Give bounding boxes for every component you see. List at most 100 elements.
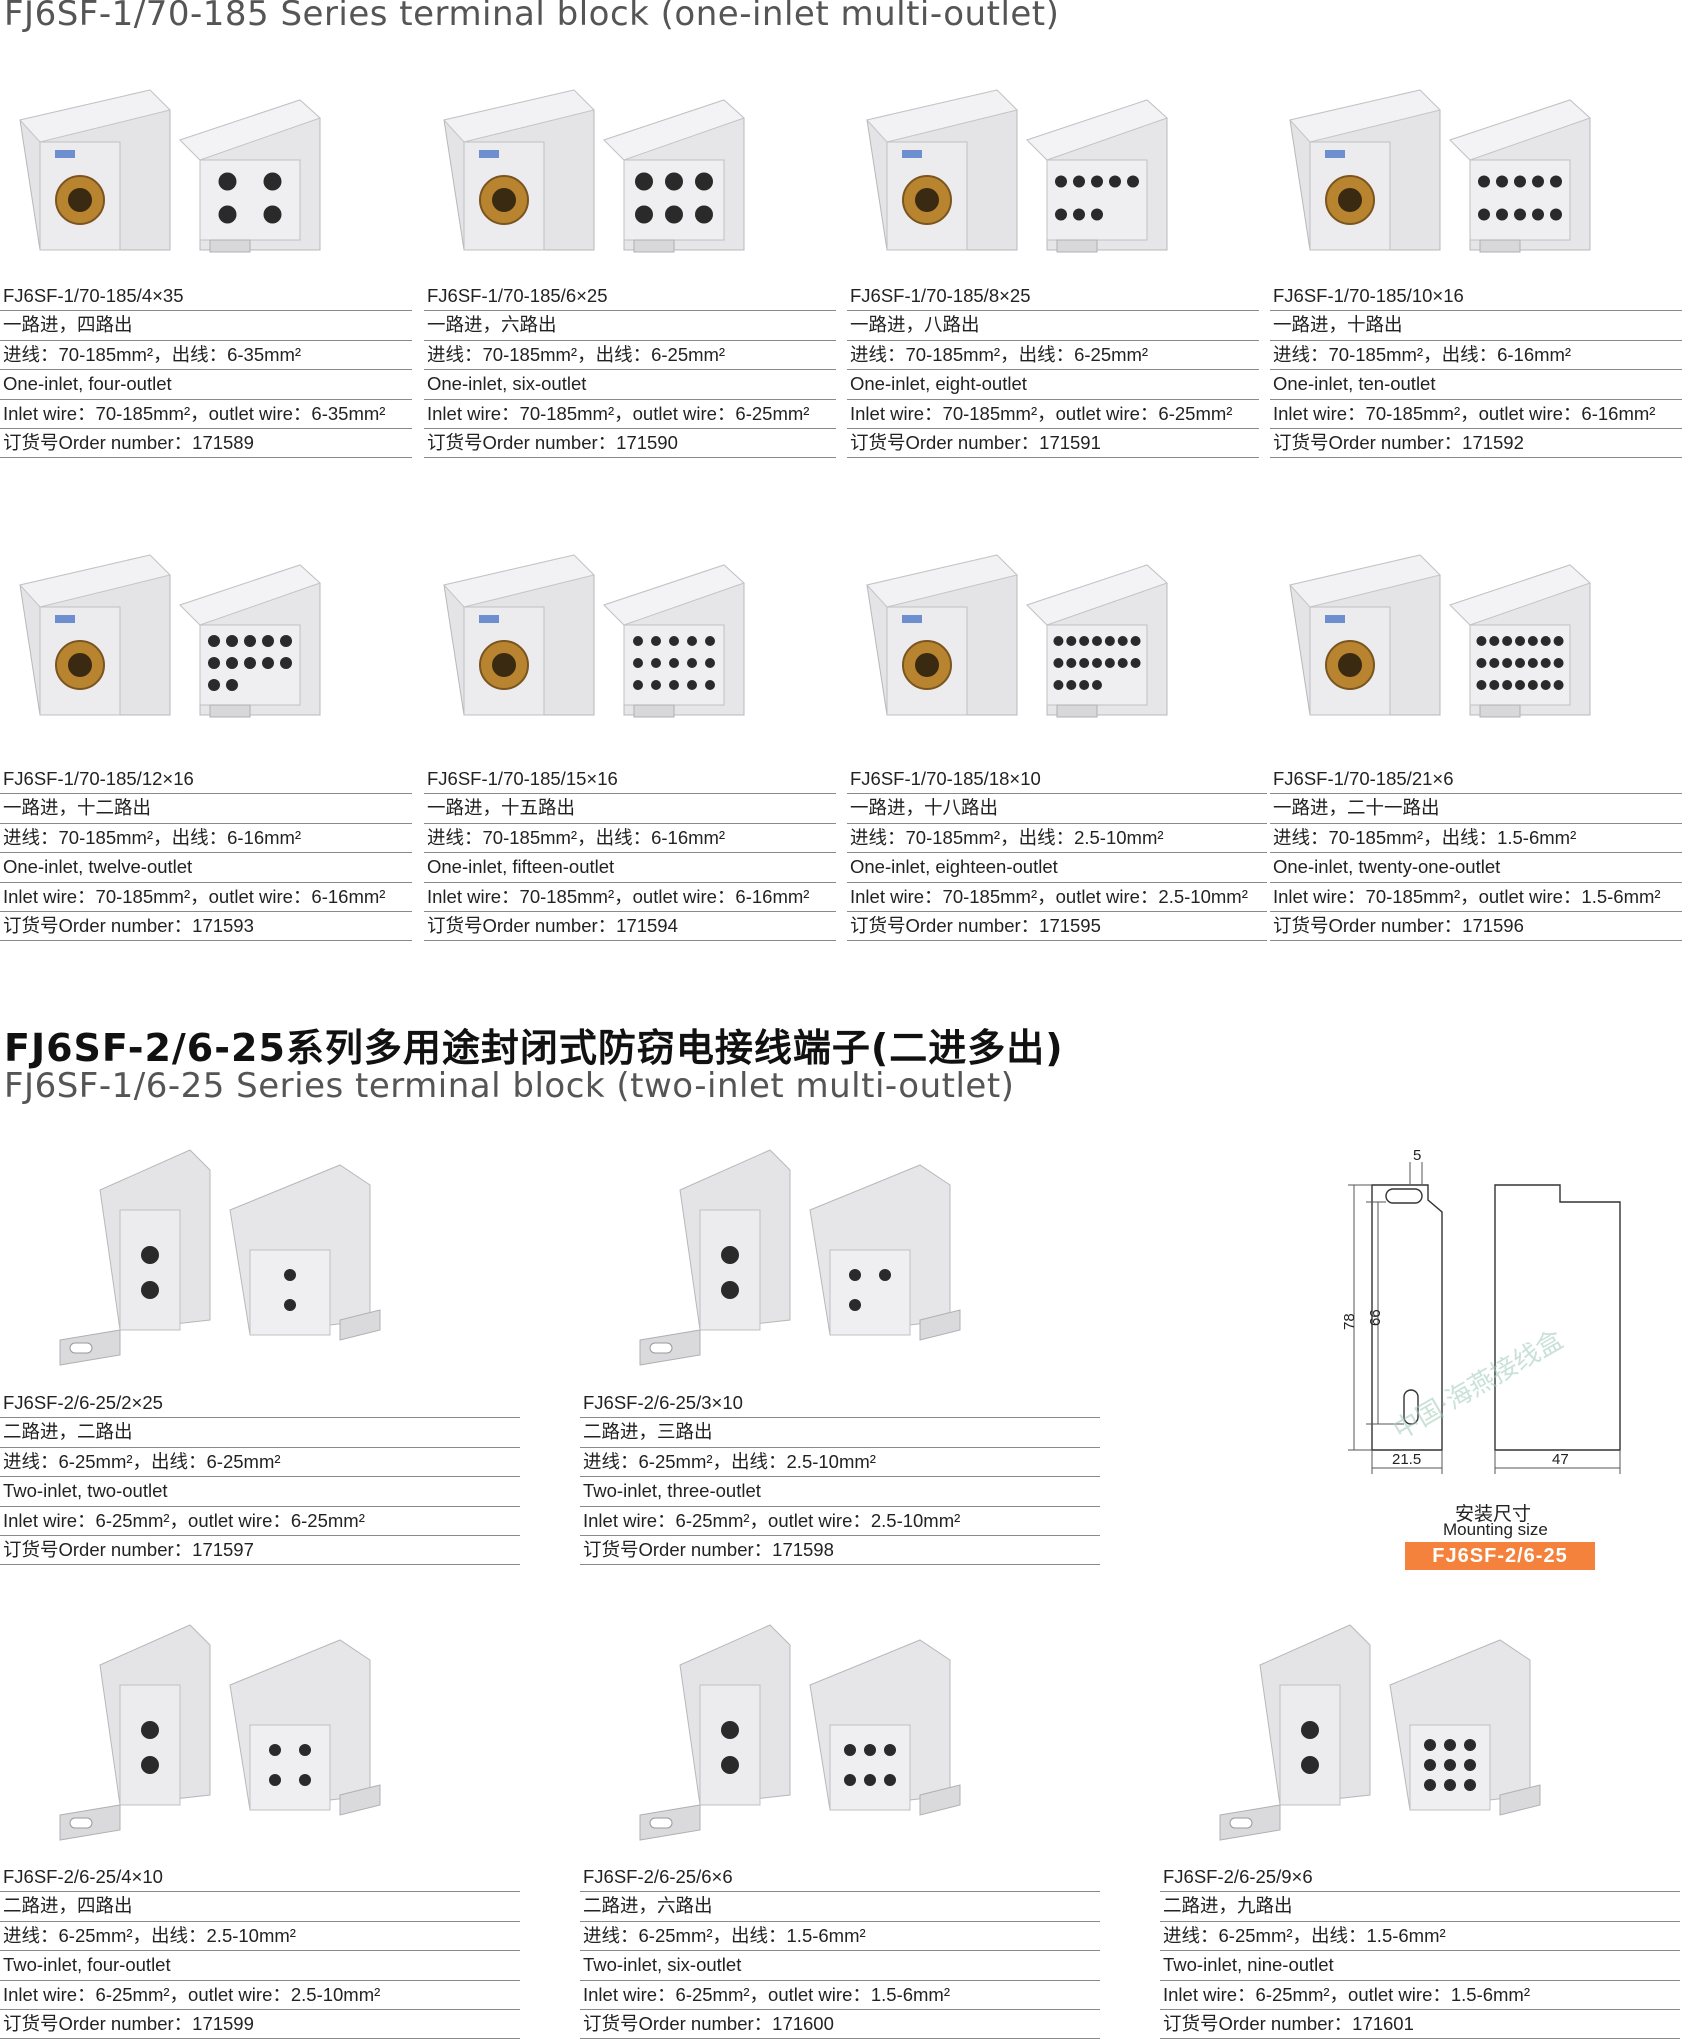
en-description: One-inlet, twenty-one-outlet — [1270, 853, 1682, 883]
outlet-hole-icon — [1476, 658, 1487, 668]
outlet-hole-icon — [1079, 680, 1090, 690]
outlet-hole-icon — [884, 1744, 896, 1756]
outlet-hole-icon — [299, 1774, 311, 1786]
outlet-hole-icon — [244, 657, 256, 669]
en-description: Two-inlet, nine-outlet — [1160, 1951, 1680, 1981]
order-number: 订货号Order number：171591 — [847, 429, 1259, 459]
inlet-block — [1219, 1624, 1371, 1841]
outlet-hole-icon — [1527, 680, 1538, 690]
outlet-hole-icon — [1502, 636, 1513, 646]
outlet-hole-icon — [651, 636, 661, 646]
en-description: One-inlet, fifteen-outlet — [424, 853, 836, 883]
order-number: 订货号Order number：171601 — [1160, 2010, 1680, 2040]
product-photo — [1289, 89, 1591, 253]
cn-description: 一路进，四路出 — [0, 311, 412, 341]
cn-wire-spec: 进线：70-185mm²，出线：6-25mm² — [847, 341, 1259, 371]
inlet-hole-icon — [141, 1756, 159, 1774]
outlet-hole-icon — [1527, 636, 1538, 646]
cn-wire-spec: 进线：70-185mm²，出线：6-35mm² — [0, 341, 412, 371]
product-photo — [639, 1149, 961, 1366]
inlet-block — [639, 1624, 791, 1841]
cn-wire-spec: 进线：70-185mm²，出线：1.5-6mm² — [1270, 824, 1682, 854]
outlet-block — [1449, 564, 1591, 718]
en-wire-spec: Inlet wire：70-185mm²，outlet wire：6-25mm² — [847, 400, 1259, 429]
inlet-hole-icon — [1301, 1756, 1319, 1774]
en-wire-spec: Inlet wire：6-25mm²，outlet wire：2.5-10mm² — [580, 1507, 1100, 1536]
mount-slot-top — [1385, 1188, 1423, 1204]
product-photo — [639, 1624, 961, 1841]
outlet-hole-icon — [1550, 208, 1562, 221]
outlet-block — [179, 99, 321, 253]
outlet-hole-icon — [1424, 1739, 1436, 1751]
outlet-hole-icon — [1053, 636, 1064, 646]
cn-description: 一路进，十二路出 — [0, 794, 412, 824]
cn-description: 二路进，四路出 — [0, 1892, 520, 1922]
outlet-hole-icon — [1092, 680, 1102, 690]
en-wire-spec: Inlet wire：70-185mm²，outlet wire：2.5-10m… — [847, 883, 1267, 912]
product-photo — [19, 554, 321, 718]
outlet-hole-icon — [879, 1269, 891, 1281]
en-description: One-inlet, eighteen-outlet — [847, 853, 1267, 883]
outlet-hole-icon — [705, 658, 715, 668]
cn-wire-spec: 进线：70-185mm²，出线：2.5-10mm² — [847, 824, 1267, 854]
outlet-hole-icon — [651, 658, 661, 668]
en-wire-spec: Inlet wire：70-185mm²，outlet wire：1.5-6mm… — [1270, 883, 1682, 912]
outlet-hole-icon — [864, 1744, 876, 1756]
inlet-hole-icon — [721, 1721, 739, 1739]
dim-width-base: 21.5 — [1392, 1451, 1421, 1468]
model-number: FJ6SF-2/6-25/6×6 — [580, 1863, 1100, 1893]
en-description: Two-inlet, six-outlet — [580, 1951, 1100, 1981]
outlet-hole-icon — [263, 205, 282, 224]
en-description: Two-inlet, three-outlet — [580, 1477, 1100, 1507]
outlet-hole-icon — [1515, 680, 1525, 690]
inlet-hole-icon — [721, 1246, 739, 1264]
outlet-hole-icon — [1117, 636, 1128, 646]
outlet-hole-icon — [1444, 1739, 1456, 1751]
en-wire-spec: Inlet wire：70-185mm²，outlet wire：6-35mm² — [0, 400, 412, 429]
outlet-hole-icon — [669, 658, 679, 668]
outlet-hole-icon — [1104, 658, 1115, 668]
outlet-hole-icon — [1053, 658, 1064, 668]
outlet-hole-icon — [849, 1269, 861, 1281]
product-photo — [19, 89, 321, 253]
model-number: FJ6SF-1/70-185/10×16 — [1270, 282, 1682, 312]
outlet-hole-icon — [262, 657, 274, 669]
outlet-hole-icon — [1553, 658, 1564, 668]
order-number: 订货号Order number：171592 — [1270, 429, 1682, 459]
outlet-hole-icon — [218, 172, 237, 191]
outlet-hole-icon — [1066, 658, 1077, 668]
outlet-block — [1026, 99, 1168, 253]
cn-wire-spec: 进线：70-185mm²，出线：6-16mm² — [0, 824, 412, 854]
en-description: One-inlet, four-outlet — [0, 370, 412, 400]
outlet-hole-icon — [651, 680, 661, 690]
outlet-hole-icon — [262, 635, 274, 647]
en-description: Two-inlet, four-outlet — [0, 1951, 520, 1981]
inlet-block — [866, 89, 1018, 251]
inlet-hole-icon — [1301, 1721, 1319, 1739]
cn-wire-spec: 进线：70-185mm²，出线：6-25mm² — [424, 341, 836, 371]
outlet-hole-icon — [1515, 636, 1525, 646]
outlet-hole-icon — [1055, 208, 1067, 221]
outlet-hole-icon — [1502, 658, 1513, 668]
outlet-hole-icon — [1476, 680, 1487, 690]
product-photo — [443, 89, 745, 253]
outlet-hole-icon — [280, 635, 292, 647]
section2-title-en: FJ6SF-1/6-25 Series terminal block (two-… — [4, 1066, 1015, 1106]
model-number: FJ6SF-2/6-25/2×25 — [0, 1389, 520, 1419]
outlet-hole-icon — [1066, 636, 1077, 646]
outlet-hole-icon — [208, 679, 220, 691]
outlet-hole-icon — [1502, 680, 1513, 690]
inlet-block — [59, 1624, 211, 1841]
outlet-hole-icon — [1464, 1739, 1476, 1751]
outlet-hole-icon — [1489, 680, 1500, 690]
cn-wire-spec: 进线：70-185mm²，出线：6-16mm² — [1270, 341, 1682, 371]
model-number: FJ6SF-2/6-25/3×10 — [580, 1389, 1100, 1419]
order-number: 订货号Order number：171597 — [0, 1536, 520, 1566]
